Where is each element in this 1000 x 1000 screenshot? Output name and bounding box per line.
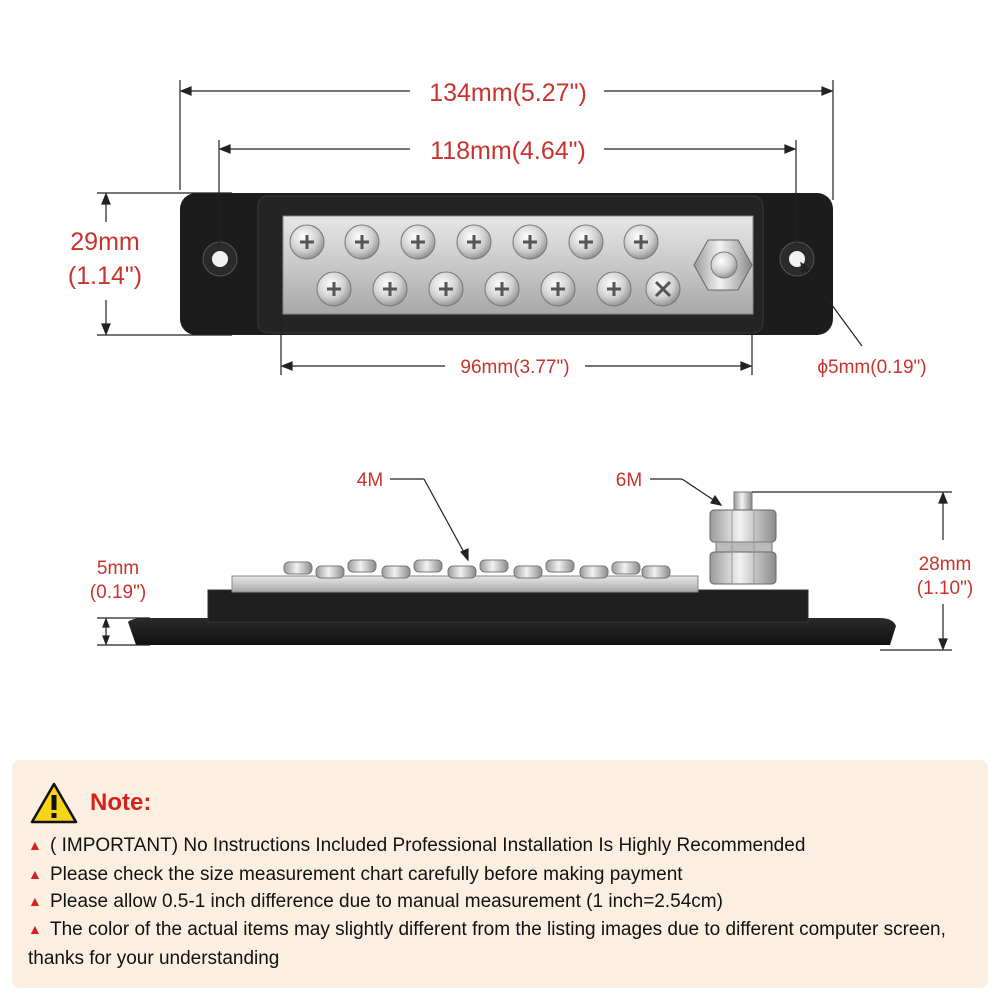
side-cover xyxy=(207,589,809,623)
warning-icon xyxy=(30,782,78,824)
note-item: ▲( IMPORTANT) No Instructions Included P… xyxy=(28,831,978,860)
red-triangle-icon: ▲ xyxy=(28,921,42,937)
dim-base-thickness-in: (0.19") xyxy=(90,582,146,603)
red-triangle-icon: ▲ xyxy=(28,893,42,909)
dim-bar-length: 96mm(3.77") xyxy=(460,357,569,378)
side-view: 4M 6M 5mm (0.19") 28mm (1.10") xyxy=(90,470,973,651)
dim-total-height-in: (1.10") xyxy=(917,578,973,599)
dim-height-in: (1.14") xyxy=(68,262,142,290)
main-stud-top xyxy=(693,239,753,291)
note-panel xyxy=(12,760,988,988)
dim-overall-length: 134mm(5.27") xyxy=(429,79,587,107)
label-small-stud: 4M xyxy=(357,470,383,491)
dim-total-height-mm: 28mm xyxy=(919,554,972,575)
label-large-stud: 6M xyxy=(616,470,642,491)
screws-top-row xyxy=(289,224,659,260)
note-item: ▲Please check the size measurement chart… xyxy=(28,860,978,889)
dim-hole-diameter: ϕ5mm(0.19") xyxy=(817,357,926,378)
note-item: ▲The color of the actual items may sligh… xyxy=(28,915,973,973)
product-diagram: 134mm(5.27") 118mm(4.64") 29mm (1.14") 9… xyxy=(68,79,973,651)
top-dimension-lines xyxy=(97,80,863,375)
dim-base-thickness-mm: 5mm xyxy=(97,558,139,579)
side-small-screws xyxy=(283,559,671,579)
dim-height-mm: 29mm xyxy=(70,228,139,256)
top-view: 134mm(5.27") 118mm(4.64") 29mm (1.14") 9… xyxy=(68,79,927,378)
side-main-stud xyxy=(709,491,777,585)
screws-bottom-row xyxy=(316,271,681,307)
note-item: ▲Please allow 0.5-1 inch difference due … xyxy=(28,887,978,916)
red-triangle-icon: ▲ xyxy=(28,837,42,853)
note-title: Note: xyxy=(90,789,152,816)
red-triangle-icon: ▲ xyxy=(28,866,42,882)
dim-hole-spacing: 118mm(4.64") xyxy=(430,137,586,165)
side-dimension-lines xyxy=(97,478,952,651)
side-base-plate xyxy=(128,618,896,645)
